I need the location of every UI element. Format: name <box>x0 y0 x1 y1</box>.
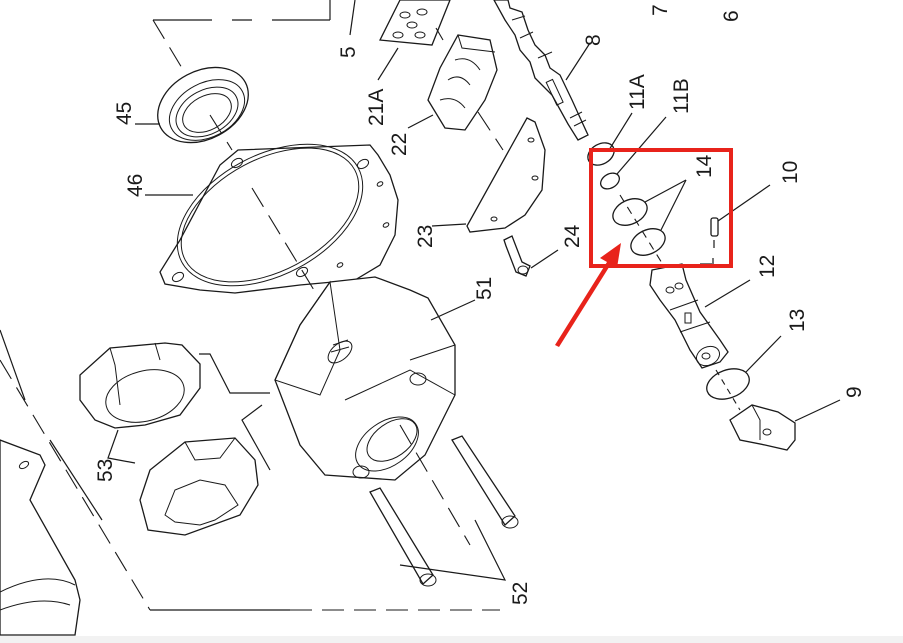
label-11A: 11A <box>626 74 649 110</box>
highlight-annotation <box>555 148 733 347</box>
label-6: 6 <box>720 10 743 22</box>
part-10-pin <box>700 184 771 265</box>
label-11B: 11B <box>670 78 693 114</box>
bottom-strip <box>0 636 903 643</box>
highlight-arrow <box>555 243 621 347</box>
highlight-box <box>589 148 733 268</box>
part-14-o-rings <box>612 179 687 269</box>
label-52: 52 <box>509 582 532 605</box>
label-5: 5 <box>337 46 360 58</box>
part-9-cap <box>729 399 841 451</box>
label-13: 13 <box>786 309 809 332</box>
part-24-screw <box>503 235 559 277</box>
part-11B-ring <box>600 116 667 190</box>
part-13-o-ring <box>706 335 782 411</box>
label-14: 14 <box>693 154 716 178</box>
label-45: 45 <box>113 102 136 125</box>
part-22-block <box>407 27 504 151</box>
part-51-housing <box>274 276 476 481</box>
label-21A: 21A <box>365 89 388 126</box>
label-7: 7 <box>649 4 672 16</box>
label-12: 12 <box>756 255 779 278</box>
label-24: 24 <box>561 224 584 248</box>
assembly-outline-bottom <box>0 329 500 611</box>
part-12-spool <box>649 263 751 369</box>
part-8-shaft <box>493 0 591 141</box>
part-53-rotor-rings <box>79 342 259 536</box>
part-52-pins <box>369 424 519 587</box>
part-21A-plate <box>349 0 451 81</box>
part-46-gasket <box>145 143 399 301</box>
label-22: 22 <box>388 133 411 156</box>
part-labels: 5 6 7 8 9 10 11A 11B 12 13 14 21A 22 23 … <box>94 4 866 605</box>
part-45-seal <box>135 66 249 151</box>
part-23-half-plate <box>431 117 546 233</box>
label-53: 53 <box>94 459 117 482</box>
assembly-outline-top <box>152 0 331 74</box>
label-23: 23 <box>414 225 437 248</box>
label-9: 9 <box>843 386 866 398</box>
label-8: 8 <box>582 34 605 46</box>
part-motor-housing-partial <box>0 439 81 636</box>
label-46: 46 <box>124 174 147 197</box>
label-10: 10 <box>779 161 802 184</box>
label-51: 51 <box>473 277 496 300</box>
